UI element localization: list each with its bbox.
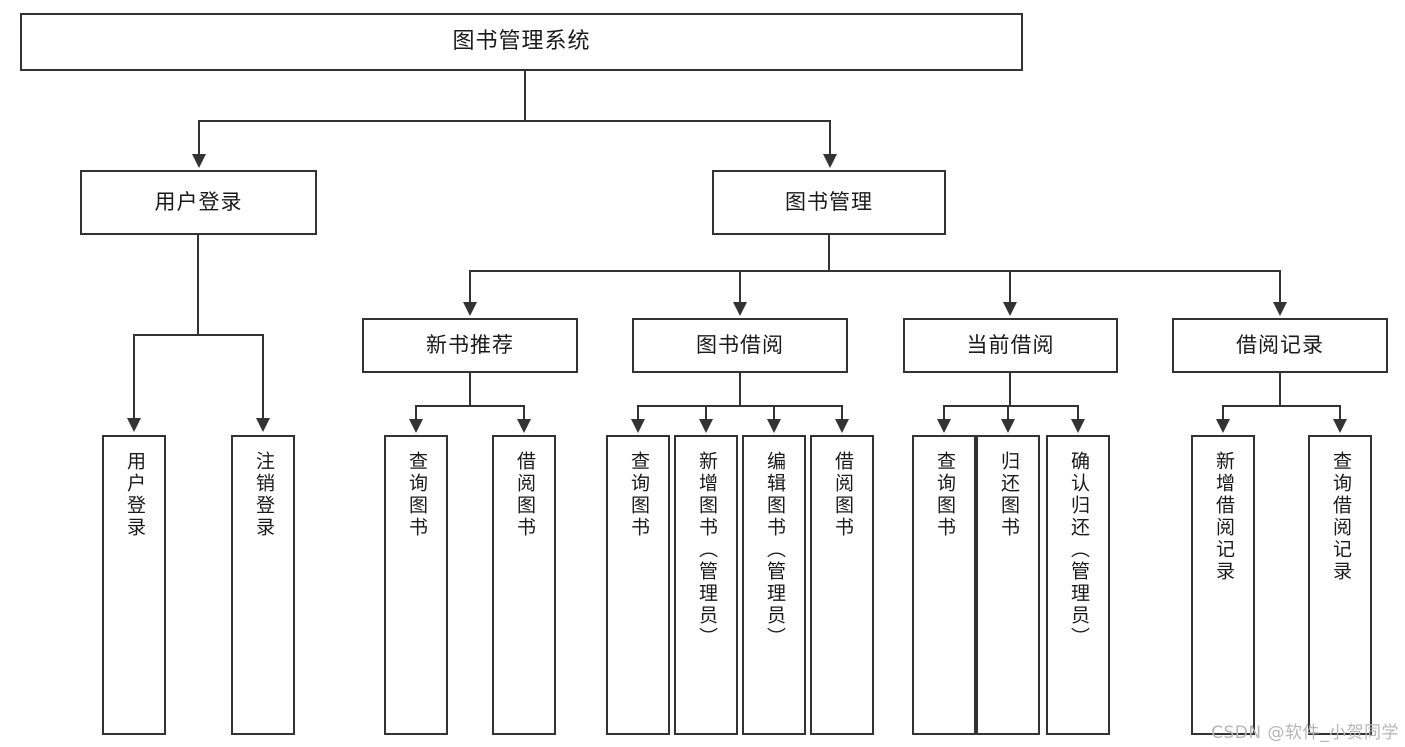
- node-label: 用户登录: [154, 189, 243, 214]
- arrowhead-current-borrow-to-leaf-2: [1071, 419, 1085, 433]
- leaf-label: 注销登录: [252, 451, 275, 539]
- leaf-label: 查询图书: [933, 451, 956, 539]
- connector-user-login-stem: [197, 235, 199, 335]
- node-book-borrow[interactable]: 图书借阅: [632, 318, 848, 373]
- arrowhead-bm-to-borrow-record: [1273, 302, 1287, 316]
- connector-current-borrow-to-leaf-0: [943, 405, 945, 421]
- leaf-label: 新增图书（管理员）: [695, 451, 718, 649]
- leaf-current-borrow-2[interactable]: 确认归还（管理员）: [1046, 435, 1110, 735]
- node-label: 图书管理系统: [452, 28, 591, 54]
- node-current-borrow[interactable]: 当前借阅: [903, 318, 1118, 373]
- arrowhead-root-to-book-management: [823, 154, 837, 168]
- arrowhead-new-book-to-leaf-0: [409, 419, 423, 433]
- connector-book-borrow-to-leaf-1: [705, 405, 707, 421]
- connector-bm-to-new-book: [469, 270, 471, 304]
- arrowhead-bm-to-new-book: [463, 302, 477, 316]
- node-label: 图书管理: [785, 189, 873, 214]
- node-user-login[interactable]: 用户登录: [80, 170, 317, 235]
- arrowhead-current-borrow-to-leaf-0: [937, 419, 951, 433]
- leaf-label: 查询借阅记录: [1329, 451, 1352, 583]
- connector-user-login-to-leaf-0: [133, 334, 135, 420]
- leaf-book-borrow-3[interactable]: 借阅图书: [810, 435, 874, 735]
- connector-borrow-record-bus: [1222, 405, 1341, 407]
- node-book-management[interactable]: 图书管理: [712, 170, 946, 235]
- leaf-label: 归还图书: [997, 451, 1020, 539]
- connector-root-to-user-login: [198, 120, 200, 156]
- leaf-label: 借阅图书: [513, 451, 536, 539]
- arrowhead-book-borrow-to-leaf-2: [767, 419, 781, 433]
- leaf-user-login-1[interactable]: 注销登录: [231, 435, 295, 735]
- arrowhead-current-borrow-to-leaf-1: [1001, 419, 1015, 433]
- connector-book-borrow-to-leaf-2: [773, 405, 775, 421]
- node-label: 新书推荐: [426, 332, 514, 357]
- leaf-label: 查询图书: [627, 451, 650, 539]
- connector-current-borrow-to-leaf-2: [1077, 405, 1079, 421]
- connector-user-login-to-leaf-1: [262, 334, 264, 420]
- connector-current-borrow-to-leaf-1: [1007, 405, 1009, 421]
- node-new-book-recommend[interactable]: 新书推荐: [362, 318, 578, 373]
- connector-new-book-to-leaf-0: [415, 405, 417, 421]
- connector-bm-to-current-borrow: [1009, 270, 1011, 304]
- connector-book-borrow-to-leaf-0: [637, 405, 639, 421]
- arrowhead-bm-to-book-borrow: [733, 302, 747, 316]
- leaf-current-borrow-0[interactable]: 查询图书: [912, 435, 976, 735]
- arrowhead-book-borrow-to-leaf-0: [631, 419, 645, 433]
- connector-book-borrow-bus: [637, 405, 843, 407]
- connector-borrow-record-to-leaf-1: [1339, 405, 1341, 421]
- arrowhead-borrow-record-to-leaf-0: [1216, 419, 1230, 433]
- arrowhead-new-book-to-leaf-1: [517, 419, 531, 433]
- leaf-borrow-record-1[interactable]: 查询借阅记录: [1308, 435, 1372, 735]
- connector-user-login-bus: [133, 334, 264, 336]
- connector-current-borrow-bus: [943, 405, 1079, 407]
- connector-new-book-to-leaf-1: [523, 405, 525, 421]
- leaf-borrow-record-0[interactable]: 新增借阅记录: [1191, 435, 1255, 735]
- connector-current-borrow-stem: [1009, 373, 1011, 406]
- arrowhead-borrow-record-to-leaf-1: [1333, 419, 1347, 433]
- leaf-label: 查询图书: [405, 451, 428, 539]
- leaf-label: 借阅图书: [831, 451, 854, 539]
- leaf-label: 确认归还（管理员）: [1067, 451, 1090, 649]
- connector-root-stem: [524, 71, 526, 121]
- arrowhead-user-login-to-leaf-0: [127, 418, 141, 432]
- connector-root-bus: [198, 120, 831, 122]
- connector-new-book-bus: [415, 405, 525, 407]
- node-root-book-management-system[interactable]: 图书管理系统: [20, 13, 1023, 71]
- node-label: 当前借阅: [966, 332, 1055, 357]
- connector-book-borrow-to-leaf-3: [841, 405, 843, 421]
- node-label: 借阅记录: [1236, 332, 1324, 357]
- leaf-label: 用户登录: [123, 451, 146, 539]
- connector-book-management-stem: [828, 235, 830, 271]
- leaf-current-borrow-1[interactable]: 归还图书: [976, 435, 1040, 735]
- leaf-label: 编辑图书（管理员）: [763, 451, 786, 649]
- leaf-book-borrow-1[interactable]: 新增图书（管理员）: [674, 435, 738, 735]
- leaf-book-borrow-2[interactable]: 编辑图书（管理员）: [742, 435, 806, 735]
- connector-book-management-bus: [469, 270, 1281, 272]
- leaf-book-borrow-0[interactable]: 查询图书: [606, 435, 670, 735]
- leaf-label: 新增借阅记录: [1212, 451, 1235, 583]
- connector-borrow-record-stem: [1279, 373, 1281, 406]
- leaf-new-book-recommend-0[interactable]: 查询图书: [384, 435, 448, 735]
- connector-new-book-stem: [469, 373, 471, 406]
- leaf-new-book-recommend-1[interactable]: 借阅图书: [492, 435, 556, 735]
- connector-bm-to-book-borrow: [739, 270, 741, 304]
- node-borrow-record[interactable]: 借阅记录: [1172, 318, 1388, 373]
- connector-borrow-record-to-leaf-0: [1222, 405, 1224, 421]
- leaf-user-login-0[interactable]: 用户登录: [102, 435, 166, 735]
- node-label: 图书借阅: [696, 332, 784, 357]
- arrowhead-book-borrow-to-leaf-3: [835, 419, 849, 433]
- arrowhead-bm-to-current-borrow: [1003, 302, 1017, 316]
- arrowhead-root-to-user-login: [192, 154, 206, 168]
- connector-root-to-book-management: [829, 120, 831, 156]
- arrowhead-book-borrow-to-leaf-1: [699, 419, 713, 433]
- arrowhead-user-login-to-leaf-1: [256, 418, 270, 432]
- watermark-text: CSDN @软件_小贺同学: [1211, 723, 1399, 743]
- connector-book-borrow-stem: [739, 373, 741, 406]
- connector-bm-to-borrow-record: [1279, 270, 1281, 304]
